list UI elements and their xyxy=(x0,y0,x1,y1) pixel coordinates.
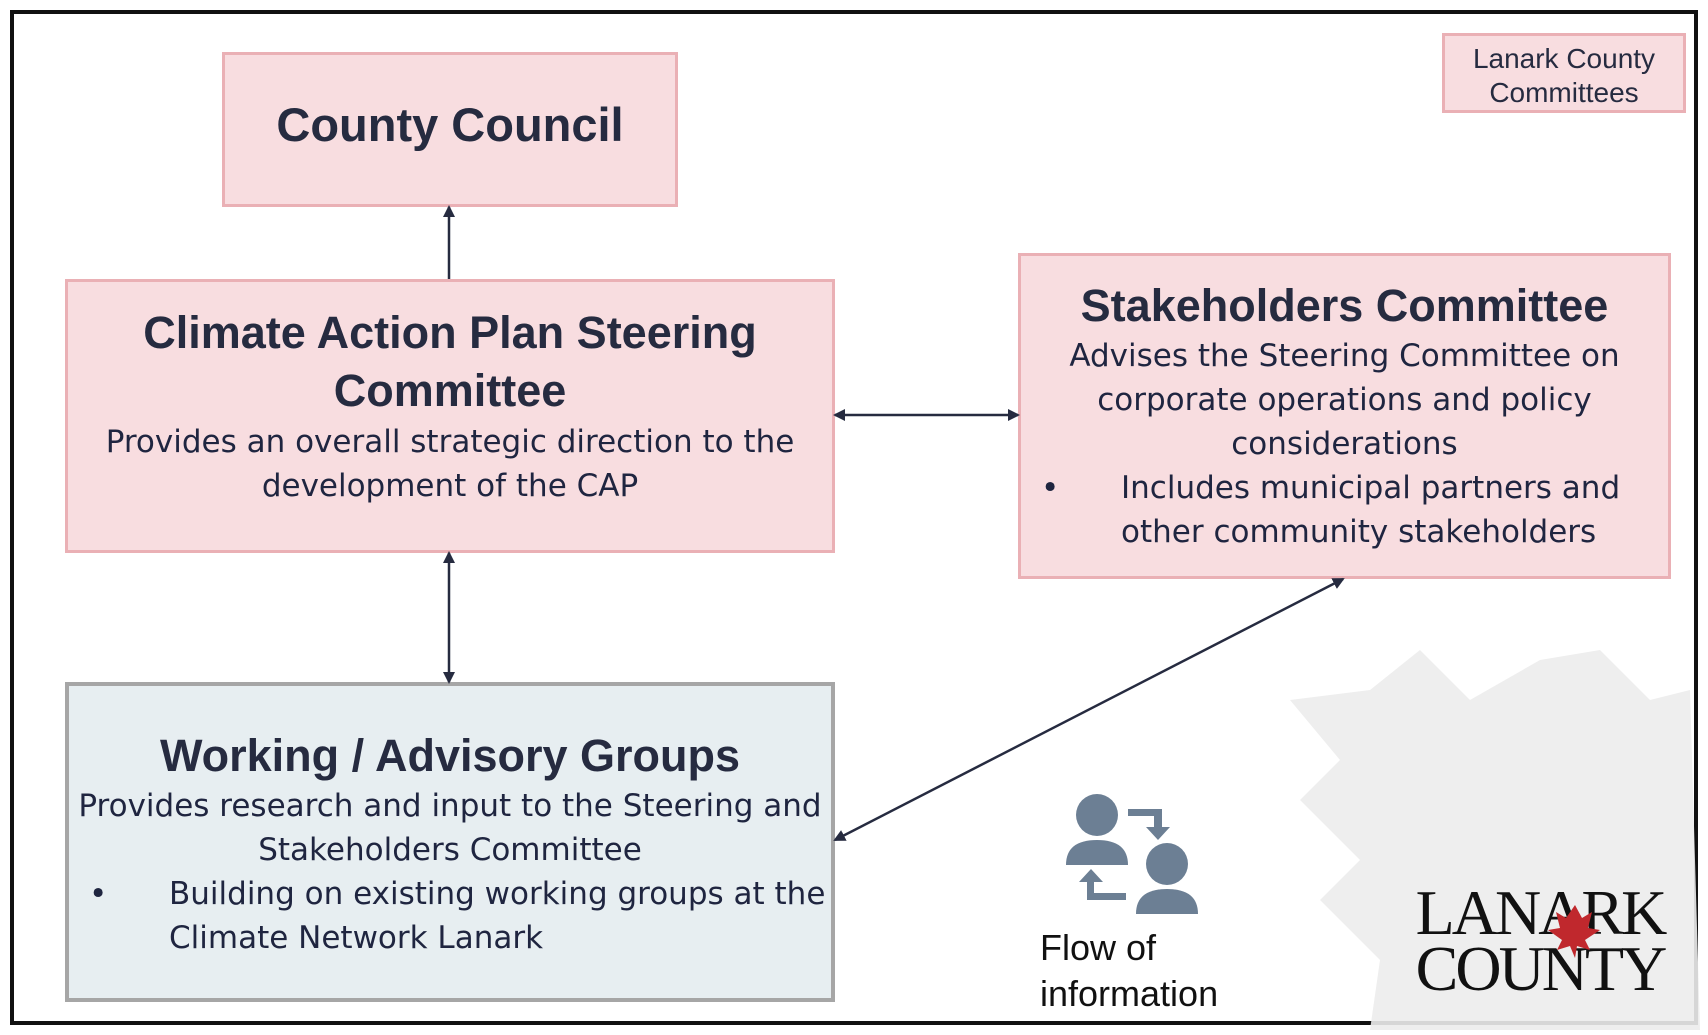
bullet-marker: • xyxy=(89,876,108,912)
stakeholders-desc-line-2: corporate operations and policy xyxy=(1097,382,1592,418)
legend-line-1: Lanark County xyxy=(1472,43,1656,74)
flow-of-information-label: Flow of information xyxy=(1040,925,1218,1017)
county-council-title: County Council xyxy=(276,98,624,151)
working-groups-description: Provides research and input to the Steer… xyxy=(69,784,831,872)
working-groups-bullet-item: • Building on existing working groups at… xyxy=(89,872,831,960)
steering-committee-description: Provides an overall strategic direction … xyxy=(68,420,832,508)
legend-lanark-county-committees: Lanark County Committees xyxy=(1442,33,1686,113)
bullet-marker: • xyxy=(1041,470,1060,506)
stakeholders-bullet-line-2: other community stakeholders xyxy=(1121,514,1597,550)
flow-label-line-1: Flow of xyxy=(1040,927,1157,968)
stakeholders-committee-box: Stakeholders Committee Advises the Steer… xyxy=(1018,253,1671,579)
steering-title-line-2: Committee xyxy=(333,365,567,416)
steering-title-line-1: Climate Action Plan Steering xyxy=(143,307,757,358)
arrow-working-stakeholders xyxy=(833,577,1345,842)
working-desc-line-1: Provides research and input to the Steer… xyxy=(78,788,822,824)
working-desc-line-2: Stakeholders Committee xyxy=(258,832,642,868)
logo-line-1: LANARK xyxy=(1415,877,1668,948)
stakeholders-bullet-item: • Includes municipal partners and other … xyxy=(1041,466,1668,554)
lanark-county-logo: LANARK COUNTY xyxy=(1395,877,1685,1004)
steering-desc-line-2: development of the CAP xyxy=(261,468,639,504)
steering-committee-box: Climate Action Plan Steering Committee P… xyxy=(65,279,835,553)
legend-line-2: Committees xyxy=(1489,77,1639,108)
county-council-box: County Council xyxy=(222,52,678,207)
working-groups-title: Working / Advisory Groups xyxy=(159,730,741,781)
stakeholders-committee-title: Stakeholders Committee xyxy=(1080,280,1609,331)
flow-label-line-2: information xyxy=(1040,973,1219,1014)
steering-desc-line-1: Provides an overall strategic direction … xyxy=(105,424,795,460)
working-bullet-line-1: Building on existing working groups at t… xyxy=(169,876,826,912)
working-bullet-line-2: Climate Network Lanark xyxy=(169,920,544,956)
steering-committee-title: Climate Action Plan Steering Committee xyxy=(68,304,832,420)
stakeholders-bullet-line-1: Includes municipal partners and xyxy=(1121,470,1621,506)
stakeholders-desc-line-3: considerations xyxy=(1231,426,1458,462)
working-advisory-groups-box: Working / Advisory Groups Provides resea… xyxy=(65,682,835,1002)
stakeholders-committee-description: Advises the Steering Committee on corpor… xyxy=(1021,334,1668,466)
stakeholders-desc-line-1: Advises the Steering Committee on xyxy=(1069,338,1620,374)
logo-line-2: COUNTY xyxy=(1415,933,1668,1004)
